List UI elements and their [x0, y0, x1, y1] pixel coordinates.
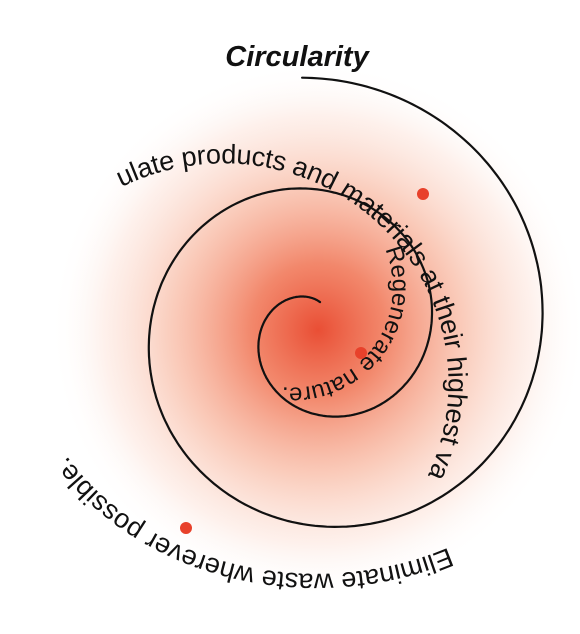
center-glow — [50, 62, 580, 598]
spiral-line — [147, 76, 544, 529]
diagram-title: Circularity — [225, 41, 370, 73]
red-dot-icon — [180, 522, 192, 534]
red-dot-icon — [417, 188, 429, 200]
red-dot-icon — [355, 347, 367, 359]
